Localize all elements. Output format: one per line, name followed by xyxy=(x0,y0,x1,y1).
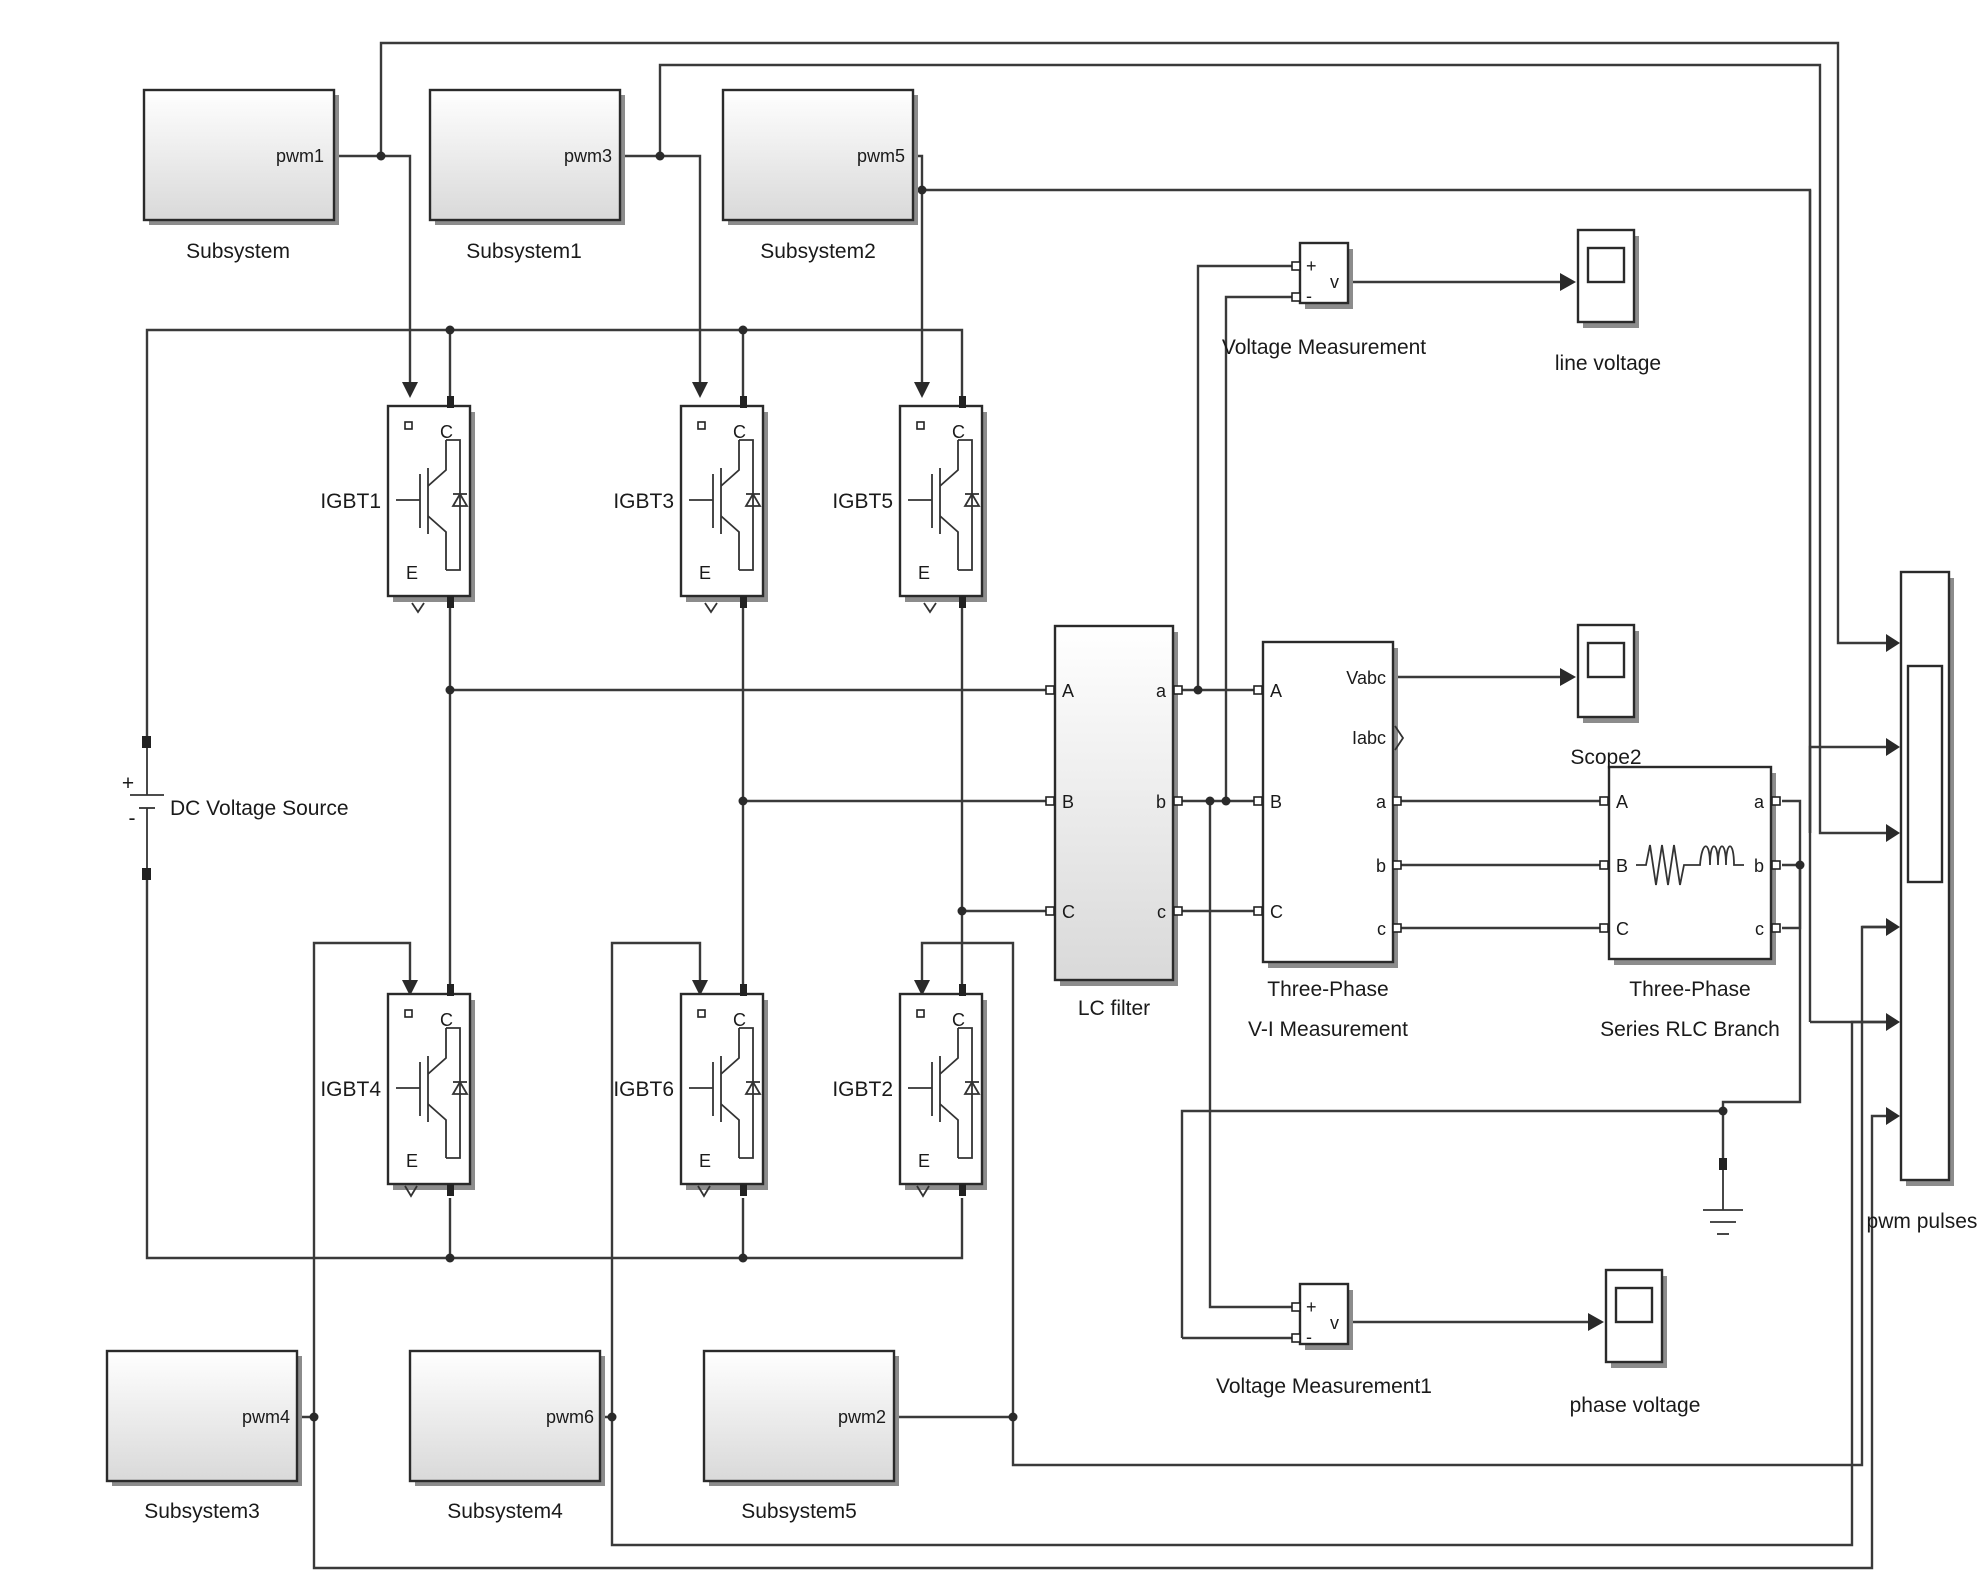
subsystem3-port-label: pwm4 xyxy=(242,1407,290,1427)
scope-pwm-pulses[interactable]: pwm pulses xyxy=(1867,570,1978,1233)
lc-in-c: C xyxy=(1062,902,1075,922)
igbt3-label: IGBT3 xyxy=(613,490,674,513)
collector-label: C xyxy=(733,422,746,442)
vm1-out: v xyxy=(1330,1313,1339,1333)
vi-out-a: a xyxy=(1376,792,1387,812)
vm1-plus: + xyxy=(1306,1297,1317,1317)
scope-line-voltage[interactable]: line voltage xyxy=(1555,228,1661,375)
igbt4-block[interactable]: E C IGBT4 xyxy=(320,984,475,1198)
vi-in-b: B xyxy=(1270,792,1282,812)
rlc-in-c: C xyxy=(1616,919,1629,939)
subsystem5-port-label: pwm2 xyxy=(838,1407,886,1427)
igbt2-block[interactable]: E C IGBT2 xyxy=(832,984,987,1198)
subsystem4-port-label: pwm6 xyxy=(546,1407,594,1427)
subsystem5-name: Subsystem5 xyxy=(741,1500,857,1523)
subsystem5-block[interactable]: pwm2 Subsystem5 xyxy=(702,1349,899,1523)
vi-out-iabc: Iabc xyxy=(1352,728,1386,748)
scope-line-voltage-label: line voltage xyxy=(1555,352,1661,375)
subsystem1-port-label: pwm3 xyxy=(564,146,612,166)
vm-label: Voltage Measurement xyxy=(1222,336,1426,359)
wire-pwm5 xyxy=(1808,745,1886,833)
vm1-minus: - xyxy=(1306,1327,1312,1347)
vm-plus: + xyxy=(1306,256,1317,276)
rlc-out-c: c xyxy=(1755,919,1764,939)
rlc-label-line2: Series RLC Branch xyxy=(1600,1018,1780,1041)
lc-filter-label: LC filter xyxy=(1078,997,1150,1020)
lc-out-c: c xyxy=(1157,902,1166,922)
subsystem3-block[interactable]: pwm4 Subsystem3 xyxy=(105,1349,302,1523)
vi-out-c: c xyxy=(1377,919,1386,939)
vi-label-line1: Three-Phase xyxy=(1267,978,1388,1001)
dc-minus-sign: - xyxy=(129,807,136,830)
subsystem3-name: Subsystem3 xyxy=(144,1500,260,1523)
emitter-label: E xyxy=(918,563,930,583)
subsystem4-block[interactable]: pwm6 Subsystem4 xyxy=(408,1349,605,1523)
dc-voltage-source[interactable]: + - DC Voltage Source xyxy=(122,736,349,880)
signal-wires xyxy=(145,41,1886,1570)
emitter-label: E xyxy=(406,563,418,583)
ground-symbol xyxy=(1703,1158,1743,1235)
subsystem2-port-label: pwm5 xyxy=(857,146,905,166)
igbt3-block[interactable]: E C IGBT3 xyxy=(613,396,768,614)
vm-out: v xyxy=(1330,272,1339,292)
rlc-out-b: b xyxy=(1754,856,1764,876)
voltage-measurement1-block[interactable]: + - v Voltage Measurement1 xyxy=(1216,1282,1432,1398)
lc-out-a: a xyxy=(1156,681,1167,701)
scope-pwm-pulses-label: pwm pulses xyxy=(1867,1210,1978,1233)
lc-out-b: b xyxy=(1156,792,1166,812)
subsystem-block[interactable]: pwm1 Subsystem xyxy=(142,88,339,263)
collector-label: C xyxy=(952,422,965,442)
igbt6-block[interactable]: E C IGBT6 xyxy=(613,984,768,1198)
rlc-in-a: A xyxy=(1616,792,1628,812)
vm-minus: - xyxy=(1306,286,1312,306)
arrowheads xyxy=(402,273,1900,1331)
scope2-label: Scope2 xyxy=(1570,746,1641,769)
vi-measurement-block[interactable]: A B C Vabc Iabc a b c Three-Phase V-I Me… xyxy=(1248,640,1408,1041)
lc-in-a: A xyxy=(1062,681,1074,701)
collector-label: C xyxy=(733,1010,746,1030)
emitter-label: E xyxy=(699,1151,711,1171)
igbt6-label: IGBT6 xyxy=(613,1078,674,1101)
subsystem-name: Subsystem xyxy=(186,240,290,263)
collector-label: C xyxy=(440,1010,453,1030)
subsystem4-name: Subsystem4 xyxy=(447,1500,563,1523)
vm1-label: Voltage Measurement1 xyxy=(1216,1375,1432,1398)
subsystem-port-label: pwm1 xyxy=(276,146,324,166)
vi-label-line2: V-I Measurement xyxy=(1248,1018,1408,1041)
emitter-label: E xyxy=(406,1151,418,1171)
vi-in-c: C xyxy=(1270,902,1283,922)
subsystem2-block[interactable]: pwm5 Subsystem2 xyxy=(721,88,918,263)
rlc-out-a: a xyxy=(1754,792,1765,812)
igbt2-label: IGBT2 xyxy=(832,1078,893,1101)
emitter-label: E xyxy=(699,563,711,583)
igbt1-label: IGBT1 xyxy=(320,490,381,513)
dc-plus-sign: + xyxy=(122,772,134,795)
collector-label: C xyxy=(440,422,453,442)
rlc-branch-block[interactable]: A B C a b c Three-Phase Series RLC Branc… xyxy=(1599,765,1781,1041)
subsystem2-name: Subsystem2 xyxy=(760,240,876,263)
vi-out-vabc: Vabc xyxy=(1346,668,1386,688)
scope-phase-voltage[interactable]: phase voltage xyxy=(1570,1268,1701,1417)
scope-phase-voltage-label: phase voltage xyxy=(1570,1394,1701,1417)
dc-source-label: DC Voltage Source xyxy=(170,797,349,820)
vi-in-a: A xyxy=(1270,681,1282,701)
subsystem1-name: Subsystem1 xyxy=(466,240,582,263)
subsystem1-block[interactable]: pwm3 Subsystem1 xyxy=(428,88,625,263)
lc-in-b: B xyxy=(1062,792,1074,812)
vi-out-b: b xyxy=(1376,856,1386,876)
igbt1-block[interactable]: E C IGBT1 xyxy=(320,396,475,614)
emitter-label: E xyxy=(918,1151,930,1171)
igbt5-block[interactable]: E C IGBT5 xyxy=(832,396,987,614)
voltage-measurement-block[interactable]: + - v Voltage Measurement xyxy=(1222,241,1426,359)
lc-filter-block[interactable]: A B C a b c LC filter xyxy=(1045,624,1183,1020)
igbt4-label: IGBT4 xyxy=(320,1078,381,1101)
rlc-in-b: B xyxy=(1616,856,1628,876)
rlc-label-line1: Three-Phase xyxy=(1629,978,1750,1001)
igbt5-label: IGBT5 xyxy=(832,490,893,513)
scope2[interactable]: Scope2 xyxy=(1570,623,1642,769)
junction-dots xyxy=(309,151,1805,1422)
collector-label: C xyxy=(952,1010,965,1030)
